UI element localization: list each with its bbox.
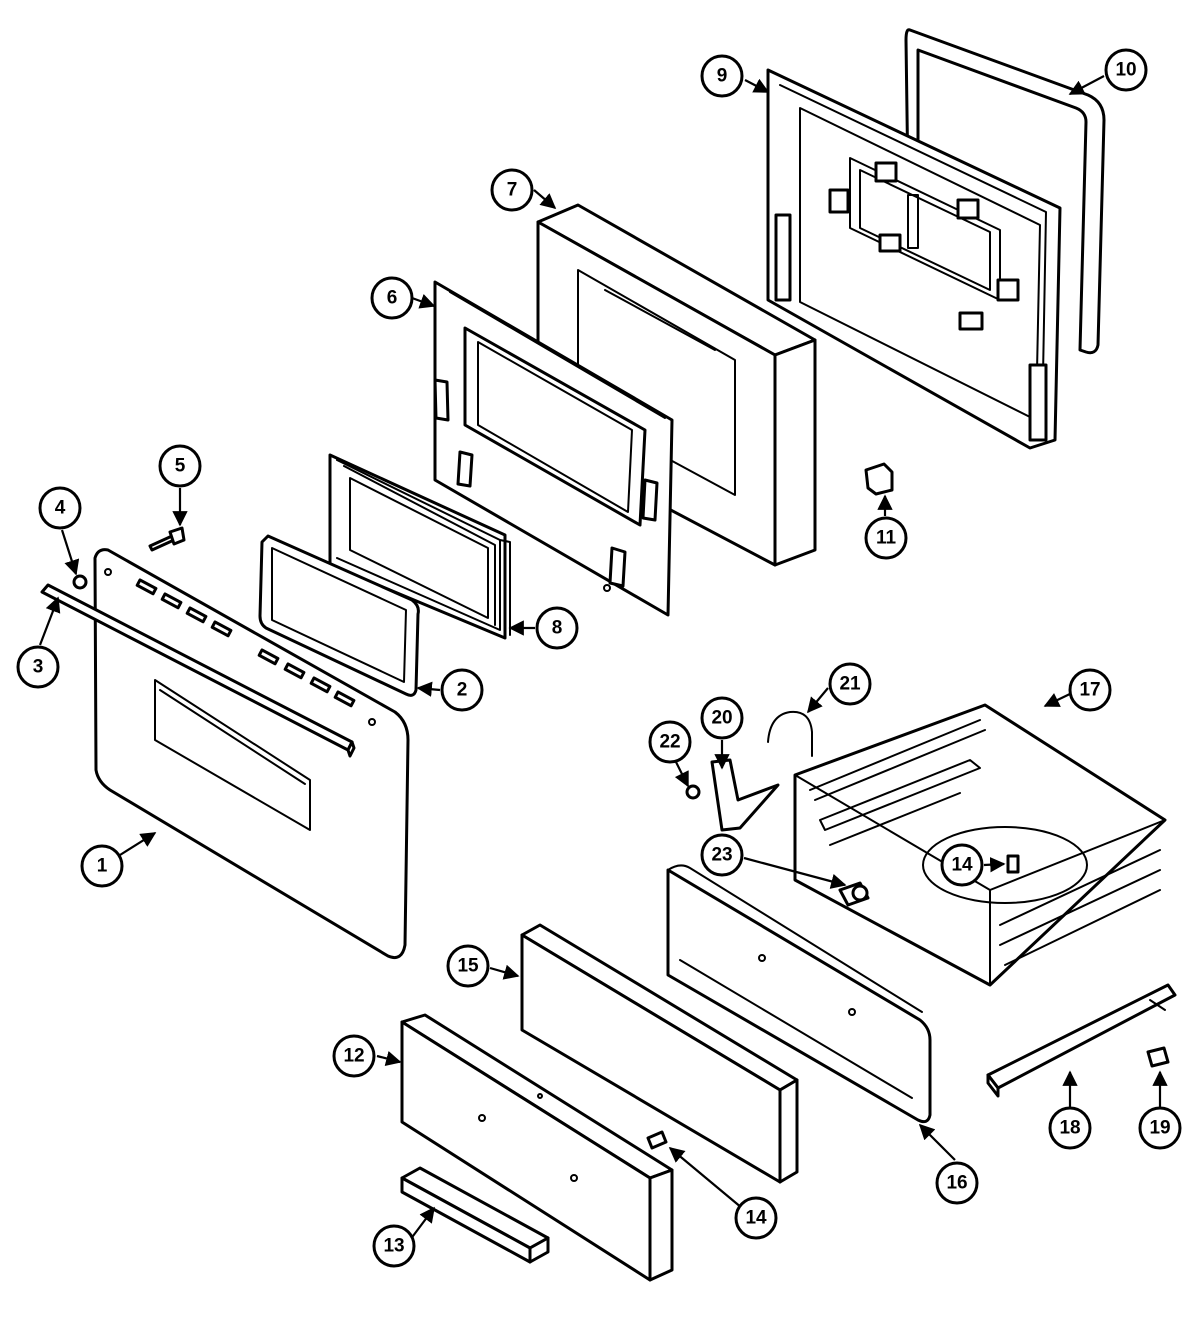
part-clip [864,462,894,496]
callout-label: 14 [951,855,973,876]
part-outer-door-box [536,203,817,567]
callout-label: 20 [711,708,732,729]
part-trim-bar [400,1166,550,1264]
leader-lines [38,75,1168,1241]
part-nut [685,784,701,800]
callout: 23 [700,833,744,877]
callout-label: 12 [343,1046,364,1067]
callout: 11 [864,516,908,560]
callout-label: 13 [383,1236,404,1257]
callout: 20 [700,696,744,740]
callout-label: 9 [717,66,728,87]
callout: 21 [828,662,872,706]
callout: 6 [370,276,414,320]
part-screw-14-lower [646,1130,668,1150]
part-door-liner [433,280,674,617]
part-door-handle [40,583,356,758]
callout-label: 15 [457,956,479,977]
callout: 16 [935,1161,979,1205]
callout: 8 [535,606,579,650]
callout: 22 [648,720,692,764]
callout: 12 [332,1034,376,1078]
callout: 3 [16,645,60,689]
part-door-gasket [904,28,1106,355]
callout: 17 [1068,668,1112,712]
callout-label: 6 [387,288,398,309]
callout: 15 [446,944,490,988]
callout: 14 [940,843,984,887]
callout-label: 10 [1115,60,1136,81]
callout: 1 [80,844,124,888]
part-stop-block [1146,1046,1170,1068]
callout-label: 16 [946,1173,967,1194]
callout: 18 [1048,1106,1092,1150]
callout: 4 [38,486,82,530]
callout-label: 2 [457,680,468,701]
callout: 2 [440,668,484,712]
part-bracket [710,758,780,832]
callout: 19 [1138,1106,1182,1150]
callout-label: 19 [1149,1118,1170,1139]
part-wire [767,710,813,757]
callout-label: 22 [659,732,680,753]
callout-label: 11 [876,528,897,549]
part-glass-pack [328,453,511,640]
callout-label: 21 [839,674,861,695]
callout-label: 4 [55,498,66,519]
part-drawer-front-inner [666,864,932,1124]
part-spacer [72,574,88,590]
part-drawer-panel [520,923,799,1184]
callout-label: 17 [1079,680,1100,701]
callout: 10 [1104,48,1148,92]
part-drawer-rail [986,983,1177,1098]
callout: 7 [490,168,534,212]
callout-label: 1 [97,856,108,877]
part-inner-gasket [258,534,420,697]
part-drawer-body [793,703,1167,987]
callout-label: 3 [33,657,44,678]
callout: 9 [700,54,744,98]
part-inner-door-panel [766,68,1062,450]
callout-label: 14 [745,1208,767,1229]
callout-label: 7 [507,180,518,201]
part-screw-14-upper [1006,854,1020,874]
callout-label: 5 [175,456,186,477]
part-drawer-front [400,1013,674,1282]
callout-label: 8 [552,618,563,639]
callout-label: 23 [711,845,732,866]
callout: 5 [158,444,202,488]
part-screw-5 [148,526,186,552]
callout: 13 [372,1224,416,1268]
callout: 14 [734,1196,778,1240]
callout-label: 18 [1059,1118,1080,1139]
